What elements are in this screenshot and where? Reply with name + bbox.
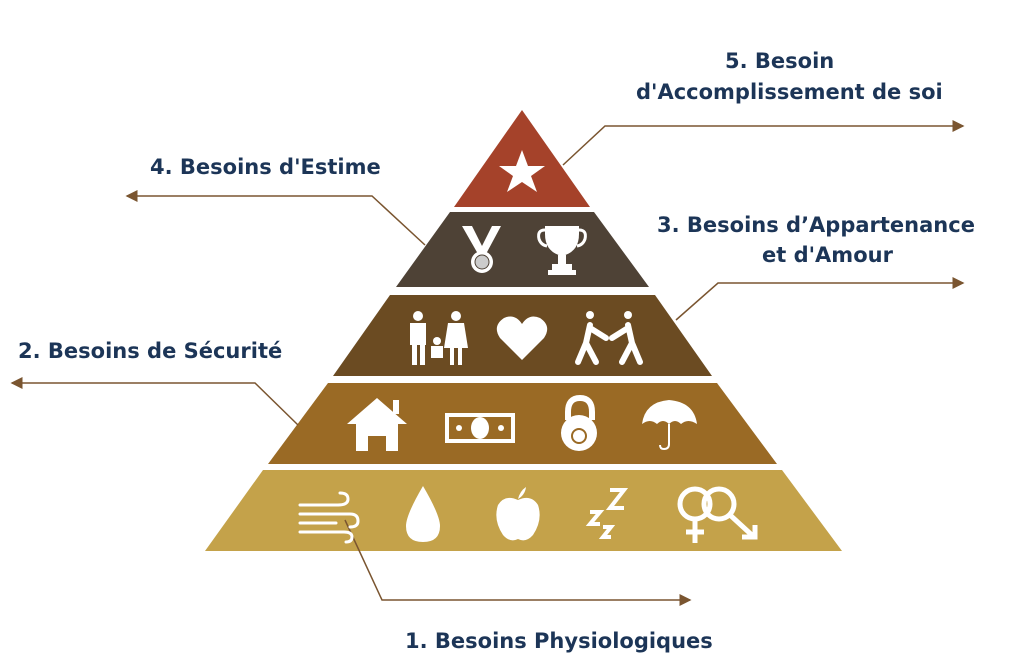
money-icon bbox=[445, 413, 515, 443]
water-drop-icon bbox=[406, 486, 440, 542]
leader-line-1 bbox=[344, 519, 692, 606]
apple-icon bbox=[496, 487, 540, 541]
leader-line-3 bbox=[675, 277, 965, 321]
family-icon bbox=[410, 311, 468, 365]
level-3-label-line1: 3. Besoins d’Appartenance bbox=[657, 213, 975, 237]
heart-icon bbox=[496, 316, 548, 360]
house-icon bbox=[347, 398, 407, 451]
sleep-icon bbox=[585, 488, 629, 539]
tier-4 bbox=[396, 212, 649, 287]
level-4-label: 4. Besoins d'Estime bbox=[150, 155, 381, 179]
level-2-label: 2. Besoins de Sécurité bbox=[18, 339, 283, 363]
leader-line-5 bbox=[562, 120, 965, 166]
star-icon bbox=[499, 150, 545, 192]
friends-icon bbox=[575, 311, 643, 365]
padlock-icon bbox=[561, 394, 597, 451]
umbrella-icon bbox=[642, 400, 697, 451]
level-5-label-line2: d'Accomplissement de soi bbox=[636, 80, 943, 104]
tier-2 bbox=[268, 383, 777, 464]
gender-icon bbox=[677, 486, 758, 543]
trophy-icon bbox=[537, 226, 587, 275]
leader-line-4 bbox=[125, 190, 426, 246]
leader-line-2 bbox=[10, 377, 299, 426]
medal-icon bbox=[462, 226, 501, 273]
wind-icon bbox=[298, 491, 360, 544]
level-3-label-line2: et d'Amour bbox=[762, 243, 893, 267]
level-5-label-line1: 5. Besoin bbox=[725, 49, 835, 73]
level-1-label: 1. Besoins Physiologiques bbox=[405, 629, 713, 653]
